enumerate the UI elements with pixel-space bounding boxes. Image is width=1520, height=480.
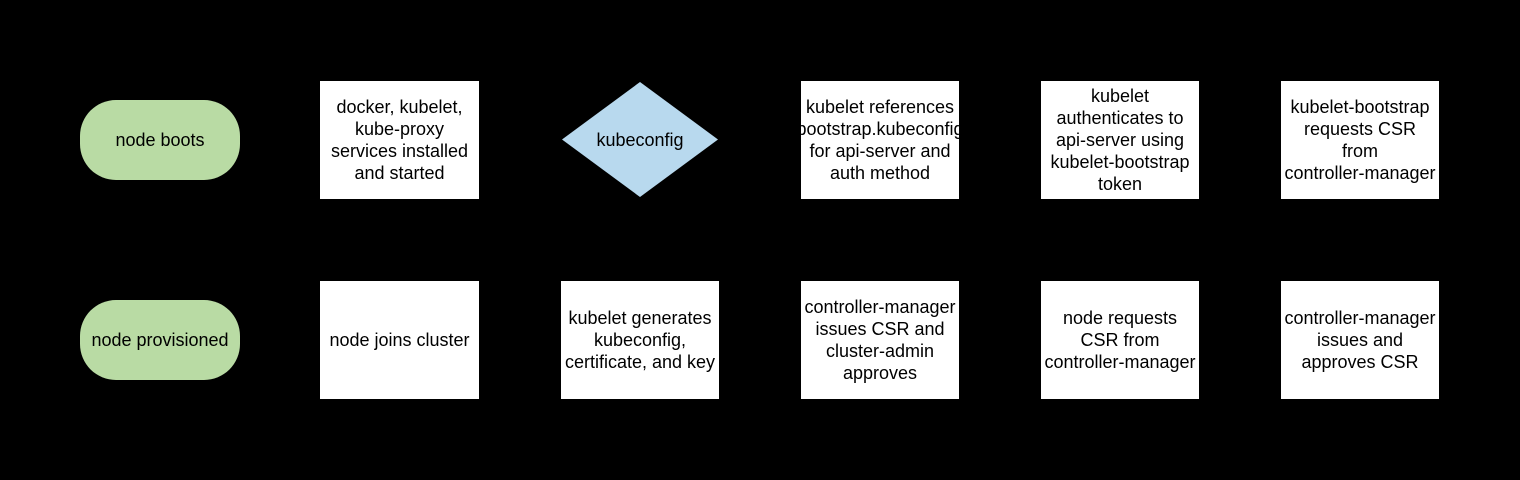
node-label: node boots: [115, 130, 205, 150]
node-label: kubelet references bootstrap.kubeconfig …: [796, 97, 964, 183]
decision-kubeconfig: kubeconfig: [562, 82, 718, 197]
node-label: kubelet authenticates to api-server usin…: [1050, 86, 1190, 194]
process-controller-manager-approves-csr: controller-manager issues and approves C…: [1281, 281, 1439, 399]
node-label: controller-manager issues and approves C…: [1284, 308, 1436, 372]
node-label: controller-manager issues CSR and cluste…: [804, 297, 956, 383]
node-label: node joins cluster: [329, 330, 470, 350]
node-label: node provisioned: [91, 330, 229, 350]
process-kubelet-references-bootstrap-kubeconfig: kubelet references bootstrap.kubeconfig …: [796, 81, 964, 199]
node-label: kubelet generates kubeconfig, certificat…: [564, 308, 716, 372]
process-kubelet-bootstrap-requests-csr: kubelet-bootstrap requests CSR from cont…: [1281, 81, 1439, 199]
node-label: docker, kubelet, kube-proxy services ins…: [330, 97, 469, 183]
end-node-provisioned: node provisioned: [80, 300, 240, 380]
process-kubelet-authenticates: kubelet authenticates to api-server usin…: [1041, 81, 1199, 199]
node-label: kubeconfig: [596, 129, 684, 150]
process-node-requests-csr: node requests CSR from controller-manage…: [1041, 281, 1199, 399]
start-node-boots: node boots: [80, 100, 240, 180]
process-controller-manager-issues-csr: controller-manager issues CSR and cluste…: [801, 281, 959, 399]
node-label: kubelet-bootstrap requests CSR from cont…: [1284, 97, 1436, 183]
node-label: node requests CSR from controller-manage…: [1044, 308, 1196, 372]
process-services-installed: docker, kubelet, kube-proxy services ins…: [320, 81, 479, 199]
process-node-joins-cluster: node joins cluster: [320, 281, 479, 399]
process-kubelet-generates-kubeconfig: kubelet generates kubeconfig, certificat…: [561, 281, 719, 399]
